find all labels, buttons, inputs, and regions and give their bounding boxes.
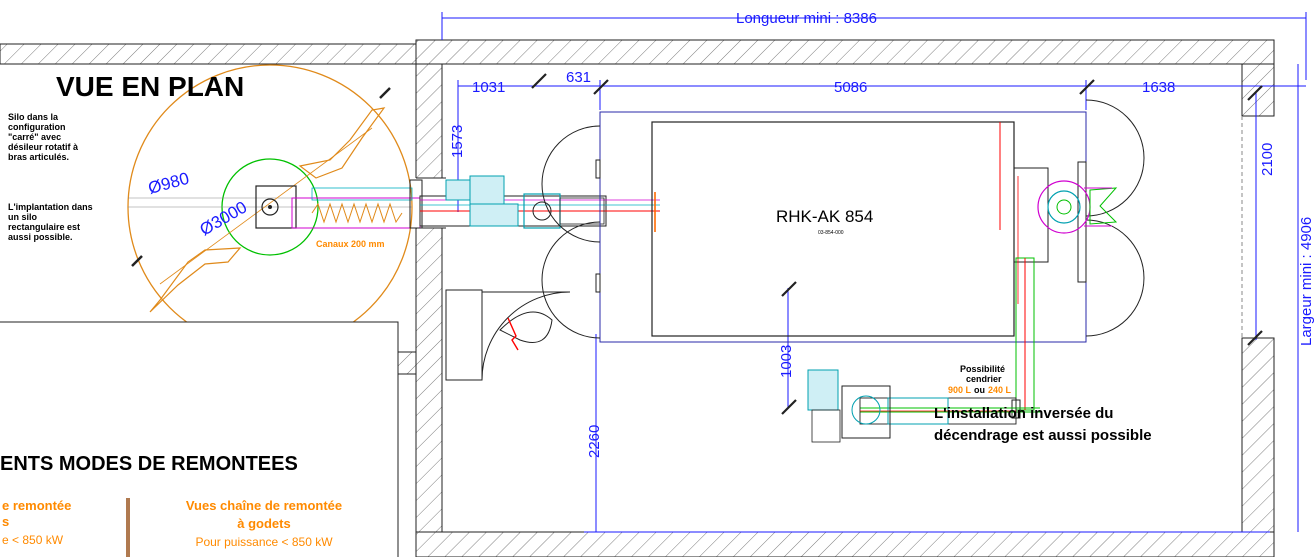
dim-d3000: Ø3000	[197, 197, 251, 239]
boiler-name: RHK-AK 854	[776, 207, 873, 226]
dim-d980: Ø980	[146, 169, 191, 198]
dimension-ticks	[531, 73, 1263, 415]
boiler	[541, 99, 1145, 343]
cendrier-900: 900 L	[948, 385, 972, 395]
longueur-label: Longueur mini : 8386	[736, 10, 877, 27]
silo	[127, 64, 413, 350]
largeur-label: Largeur mini : 4906	[1298, 217, 1315, 346]
cendrier-ou: ou	[974, 385, 985, 395]
dim-5086: 5086	[834, 79, 867, 96]
door-area	[445, 289, 571, 381]
view-title: VUE EN PLAN	[56, 71, 244, 102]
silo-note: Silo dans la configuration "carré" avec …	[8, 112, 79, 162]
modes-right-title-2: à godets	[237, 516, 290, 531]
cendrier-line1: Possibilité	[960, 364, 1005, 374]
modes-right-sub: Pour puissance < 850 kW	[195, 535, 333, 549]
decendrage-note-2: décendrage est aussi possible	[934, 427, 1152, 444]
canaux-label: Canaux 200 mm	[316, 239, 385, 249]
boiler-code: 03-854-000	[818, 230, 844, 236]
modes-left-title-2: s	[2, 514, 9, 529]
dim-1031: 1031	[472, 79, 505, 96]
dim-1638: 1638	[1142, 79, 1175, 96]
cendrier-240: 240 L	[988, 385, 1012, 395]
modes-box	[0, 321, 399, 557]
decendrage-note-1: L'installation inversée du	[934, 405, 1113, 422]
dim-2260: 2260	[586, 425, 603, 458]
modes-heading: ENTS MODES DE REMONTEES	[0, 453, 298, 475]
cendrier-line2: cendrier	[966, 374, 1002, 384]
ash-system	[807, 257, 1040, 443]
dim-1573: 1573	[449, 125, 466, 158]
modes-left-title-1: e remontée	[2, 498, 71, 513]
dimension-lines	[441, 12, 1307, 533]
modes-left-sub: e < 850 kW	[2, 533, 64, 547]
dim-2100: 2100	[1259, 143, 1276, 176]
dim-631: 631	[566, 69, 591, 86]
screw-conveyor	[291, 175, 660, 232]
silo-note-2: L'implantation dans un silo rectangulair…	[8, 202, 93, 242]
dim-1003: 1003	[778, 345, 795, 378]
modes-right-title-1: Vues chaîne de remontée	[186, 498, 342, 513]
